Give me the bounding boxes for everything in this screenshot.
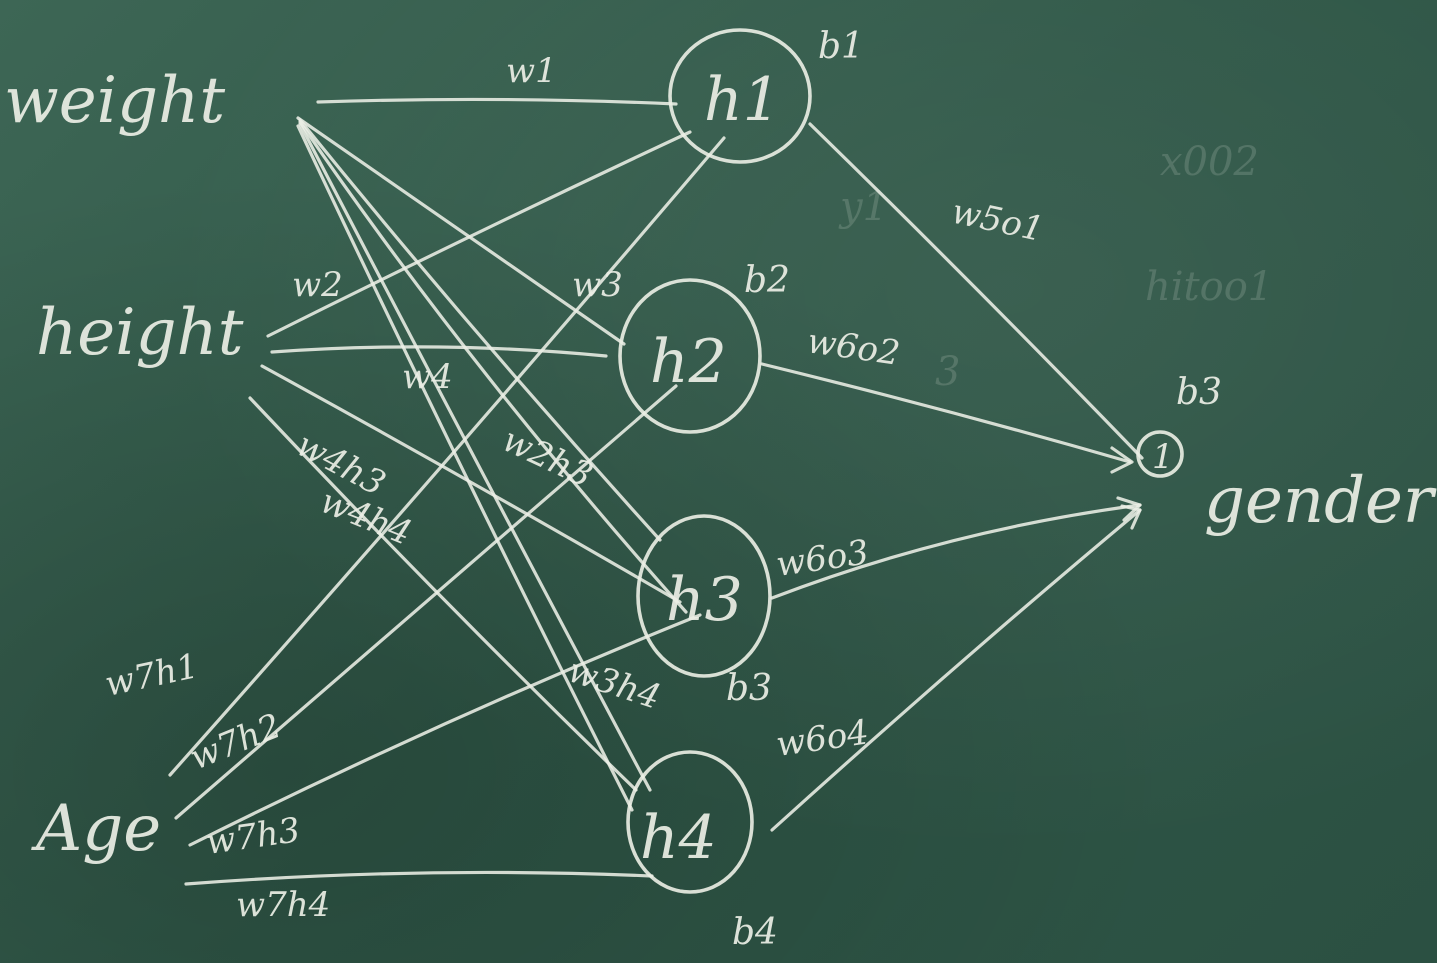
- weight-label: w7h4: [236, 885, 330, 925]
- arrowhead-h2: [1110, 446, 1134, 474]
- input-age: Age: [31, 792, 161, 866]
- input-layer: weight height Age: [4, 64, 244, 866]
- weight-label: w2h3: [496, 420, 598, 496]
- input-weight: weight: [4, 64, 225, 138]
- weight-label: w6o2: [805, 321, 903, 374]
- weight-label: w2: [292, 265, 343, 305]
- output-gender-label: gender: [1204, 464, 1437, 538]
- ghost-text: hitoo1: [1145, 264, 1273, 310]
- node-label: 1: [1152, 437, 1174, 477]
- edge-age-h3: [188, 613, 702, 847]
- weight-label: w7h1: [102, 646, 203, 705]
- node-circle: [668, 28, 812, 164]
- hidden-node-h2: h2: [618, 278, 762, 434]
- node-label: h1: [704, 65, 781, 135]
- node-circle: [626, 750, 754, 894]
- edge-weight-h3: [298, 120, 688, 614]
- weight-label: w5o1: [948, 192, 1047, 250]
- edge-height-h2: [270, 345, 608, 358]
- output-node: 1: [1136, 430, 1184, 478]
- bias-h4: b4: [732, 912, 778, 953]
- edge-weight-h1: [316, 97, 678, 106]
- weight-label: w6o4: [774, 712, 872, 765]
- hidden-node-h1: h1: [668, 28, 812, 164]
- bias-h2: b2: [744, 260, 790, 301]
- weight-label: w7h3: [204, 810, 303, 863]
- input-hidden-connections: [168, 97, 726, 886]
- edge-height-h4: [248, 396, 638, 792]
- bias-h3: b3: [726, 668, 772, 709]
- weight-labels: w1 w2 w3 w4 w4h3 w4h4 w2h3 w3h4 w7h1 w7h…: [102, 51, 1048, 925]
- bias-output: b3: [1176, 372, 1222, 413]
- edge-age-h1: [168, 136, 726, 777]
- hidden-node-h3: h3: [636, 514, 772, 678]
- node-label: h3: [666, 565, 743, 635]
- hidden-output-connections: [760, 122, 1144, 832]
- edge-age-h4: [184, 870, 654, 886]
- weight-label: w3h4: [563, 651, 665, 718]
- node-circle: [618, 278, 762, 434]
- edge-h2-output: [760, 362, 1132, 464]
- node-label: h4: [640, 803, 717, 873]
- ghost-text: y1: [838, 184, 888, 230]
- edge-weight-h4b: [298, 122, 652, 792]
- node-circle: [1136, 430, 1184, 478]
- edge-weight-h3b: [298, 118, 662, 542]
- edge-h1-output: [808, 122, 1144, 460]
- weight-label: w4: [402, 357, 453, 397]
- node-label: h2: [650, 327, 727, 397]
- arrowhead-h3: [1116, 496, 1142, 522]
- edge-h3-output: [770, 503, 1142, 600]
- weight-label: w1: [506, 51, 557, 91]
- erased-writing: x002 hitoo1 y1 3: [838, 139, 1273, 395]
- ghost-text: 3: [935, 349, 960, 395]
- hidden-node-h4: h4: [626, 750, 754, 894]
- edge-height-h1: [266, 130, 692, 338]
- node-circle: [636, 514, 772, 678]
- edge-weight-h2: [296, 116, 626, 346]
- weight-label: w3: [572, 265, 623, 305]
- bias-h1: b1: [818, 26, 864, 67]
- edge-weight-h4: [296, 124, 634, 812]
- edge-height-h3: [260, 364, 682, 604]
- weight-label: w6o3: [774, 532, 872, 585]
- biases: b1 b2 b3 b4 b3: [726, 26, 1222, 953]
- edge-age-h2: [174, 384, 678, 820]
- ghost-text: x002: [1160, 139, 1259, 185]
- input-height: height: [36, 296, 244, 370]
- arrowhead-h4: [1120, 504, 1142, 530]
- edge-h4-output: [770, 508, 1142, 832]
- hidden-layer: h1 h2 h3 h4: [618, 28, 812, 894]
